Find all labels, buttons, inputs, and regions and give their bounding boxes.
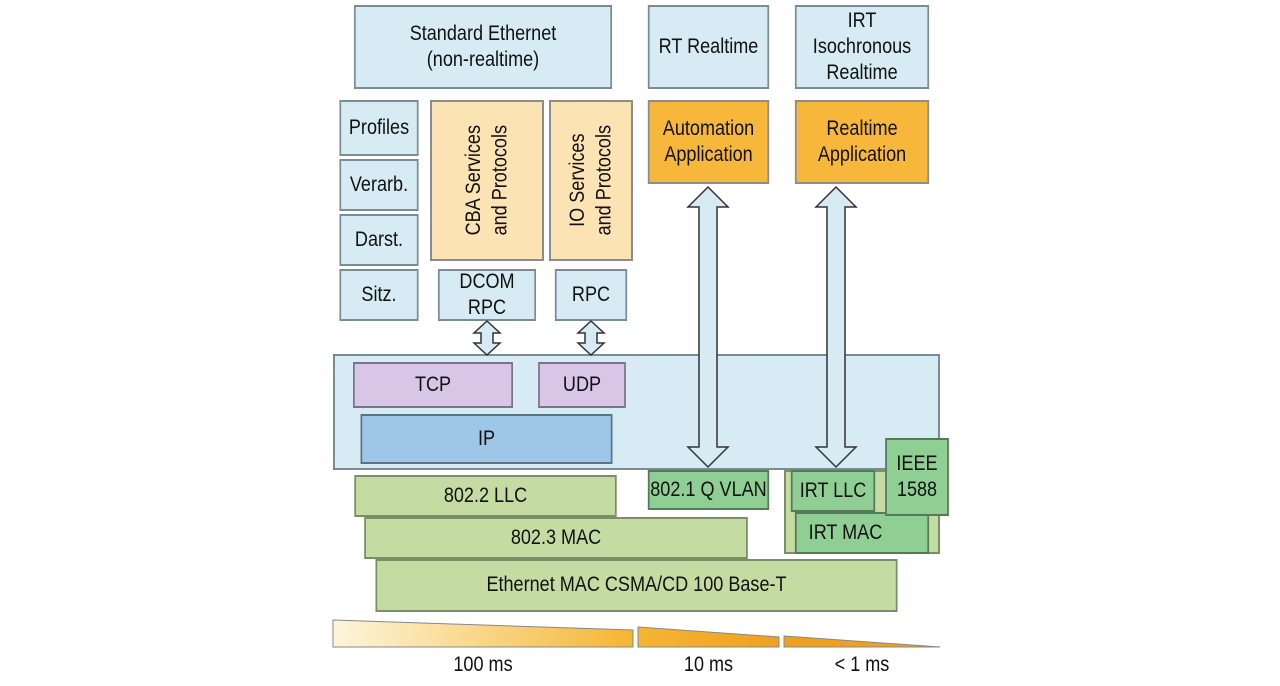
rpc-udp-arrow xyxy=(576,319,606,357)
rt-realtime-header: RT Realtime xyxy=(647,5,770,89)
timing-wedge-1ms xyxy=(783,635,941,648)
osi-layer-darst: Darst. xyxy=(339,214,419,266)
timing-label-100ms: 100 ms xyxy=(453,653,513,676)
osi-layer-verarb: Verarb. xyxy=(339,159,419,211)
qvlan-802-1-box: 802.1 Q VLAN xyxy=(647,470,770,510)
irt-mac-box: IRT MAC xyxy=(794,512,930,554)
llc-802-2-box: 802.2 LLC xyxy=(354,475,617,517)
timing-label-1ms: < 1 ms xyxy=(834,653,890,676)
osi-layer-sitz: Sitz. xyxy=(339,269,419,321)
rpc-box: RPC xyxy=(554,269,628,321)
dcom-tcp-arrow xyxy=(472,319,502,357)
dcom-rpc-box: DCOM RPC xyxy=(437,269,537,321)
udp-box: UDP xyxy=(538,362,626,408)
io-services-box: IO Services and Protocols xyxy=(549,100,633,261)
cba-services-box: CBA Services and Protocols xyxy=(430,100,544,261)
ieee-1588-box: IEEE 1588 xyxy=(885,438,949,516)
timing-wedge-10ms xyxy=(637,626,780,648)
timing-label-10ms: 10 ms xyxy=(683,653,734,676)
timing-wedge-100ms xyxy=(332,619,634,648)
realtime-irt-arrow xyxy=(814,185,858,469)
ethernet-mac-box: Ethernet MAC CSMA/CD 100 Base-T xyxy=(375,559,898,612)
irt-llc-box: IRT LLC xyxy=(790,470,876,512)
osi-layer-profiles: Profiles xyxy=(339,100,419,156)
tcp-box: TCP xyxy=(353,362,513,408)
mac-802-3-box: 802.3 MAC xyxy=(364,517,748,559)
ip-box: IP xyxy=(360,414,613,464)
realtime-application-box: Realtime Application xyxy=(794,100,930,184)
standard-ethernet-header: Standard Ethernet (non-realtime) xyxy=(354,5,612,89)
automation-application-box: Automation Application xyxy=(647,100,770,184)
automation-vlan-arrow xyxy=(686,185,730,469)
irt-isochronous-header: IRT Isochronous Realtime xyxy=(794,5,930,89)
